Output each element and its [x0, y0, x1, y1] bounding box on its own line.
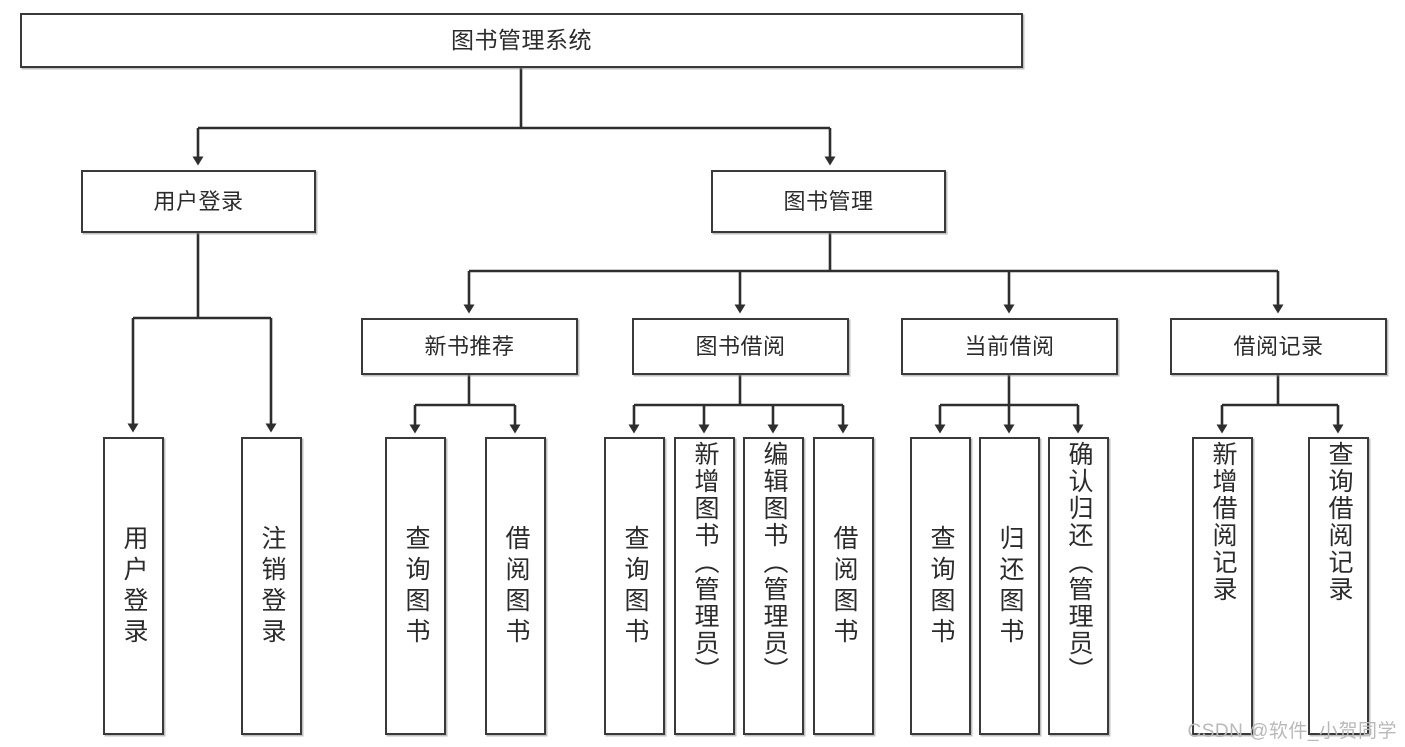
node-borrow-record[interactable]: 借阅记录	[1170, 318, 1387, 375]
node-book-borrow-label: 图书借阅	[695, 333, 786, 359]
leaf-query-book-1-label: 查询图书	[402, 525, 430, 649]
leaf-query-record-label: 查询借阅记录	[1325, 441, 1353, 603]
node-current-borrow-label: 当前借阅	[964, 333, 1055, 359]
leaf-edit-book-label: 编辑图书（管理员）	[760, 441, 788, 684]
node-new-book-recommend-label: 新书推荐	[424, 333, 515, 359]
leaf-borrow-book-2-label: 借阅图书	[830, 525, 858, 649]
leaf-add-book-label: 新增图书（管理员）	[691, 441, 719, 684]
leaf-user-login[interactable]: 用户登录	[103, 437, 164, 735]
node-user-login[interactable]: 用户登录	[81, 170, 316, 233]
leaf-query-book-2-label: 查询图书	[621, 525, 649, 649]
leaf-query-record[interactable]: 查询借阅记录	[1308, 437, 1369, 735]
leaf-add-record-label: 新增借阅记录	[1209, 441, 1237, 603]
leaf-confirm-return-label: 确认归还（管理员）	[1065, 441, 1093, 684]
watermark: CSDN @软件_小贺同学	[1187, 721, 1397, 742]
node-book-management-label: 图书管理	[783, 188, 874, 214]
node-root[interactable]: 图书管理系统	[20, 13, 1023, 68]
leaf-query-book-3[interactable]: 查询图书	[910, 437, 971, 735]
leaf-add-book[interactable]: 新增图书（管理员）	[674, 437, 735, 735]
leaf-logout-login[interactable]: 注销登录	[241, 437, 302, 735]
leaf-borrow-book-1-label: 借阅图书	[502, 525, 530, 649]
leaf-logout-login-label: 注销登录	[258, 525, 286, 649]
node-book-management[interactable]: 图书管理	[711, 170, 946, 233]
node-borrow-record-label: 借阅记录	[1233, 333, 1324, 359]
node-root-label: 图书管理系统	[451, 27, 592, 54]
leaf-confirm-return[interactable]: 确认归还（管理员）	[1048, 437, 1109, 735]
leaf-borrow-book-2[interactable]: 借阅图书	[813, 437, 874, 735]
leaf-add-record[interactable]: 新增借阅记录	[1192, 437, 1253, 735]
node-new-book-recommend[interactable]: 新书推荐	[361, 318, 578, 375]
node-user-login-label: 用户登录	[153, 188, 244, 214]
leaf-query-book-2[interactable]: 查询图书	[604, 437, 665, 735]
leaf-user-login-label: 用户登录	[120, 525, 148, 649]
leaf-borrow-book-1[interactable]: 借阅图书	[485, 437, 546, 735]
leaf-query-book-3-label: 查询图书	[927, 525, 955, 649]
node-current-borrow[interactable]: 当前借阅	[901, 318, 1118, 375]
leaf-return-book-label: 归还图书	[996, 525, 1024, 649]
leaf-return-book[interactable]: 归还图书	[979, 437, 1040, 735]
leaf-edit-book[interactable]: 编辑图书（管理员）	[743, 437, 804, 735]
leaf-query-book-1[interactable]: 查询图书	[385, 437, 446, 735]
node-book-borrow[interactable]: 图书借阅	[632, 318, 849, 375]
